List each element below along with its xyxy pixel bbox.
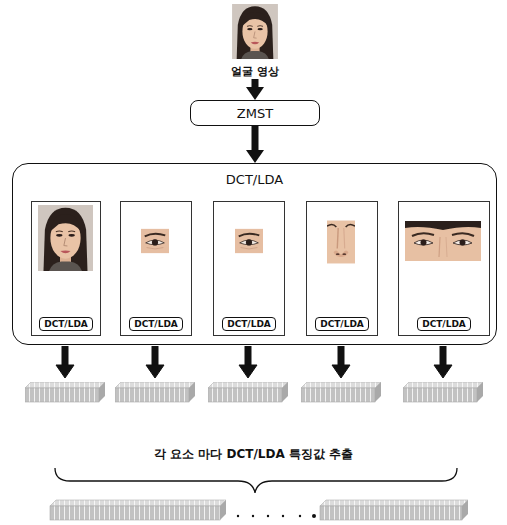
feature-vector xyxy=(403,382,483,402)
feature-vector xyxy=(115,382,195,402)
box-label: ZMST xyxy=(237,106,273,121)
feature-vector xyxy=(301,382,381,402)
face-photo xyxy=(232,4,278,59)
method-tag: DCT/LDA xyxy=(39,317,93,331)
flow-arrow xyxy=(246,79,264,100)
component-panel: DCT/LDA xyxy=(398,201,490,336)
arrow-head xyxy=(246,87,264,100)
combined-vector xyxy=(50,500,468,520)
image-caption: 얼굴 영상 xyxy=(229,64,281,79)
ellipsis-dots xyxy=(237,514,316,518)
brace xyxy=(55,468,457,493)
group-box: DCT/LDA DCT/LDA DCT/LDA DCT/LDA DCT/LDA DCT/L… xyxy=(12,163,497,345)
group-title: DCT/LDA xyxy=(226,172,283,187)
input-face: 얼굴 영상 xyxy=(222,3,288,79)
face-photo xyxy=(38,205,93,271)
feature-vector xyxy=(208,382,288,402)
component-panel: DCT/LDA xyxy=(31,201,101,336)
arrow-shaft xyxy=(252,79,259,88)
component-panel: DCT/LDA xyxy=(306,201,378,336)
nose-crop xyxy=(327,221,355,264)
eye-crop xyxy=(141,229,169,253)
arrow-shaft xyxy=(252,126,259,151)
caption-note: 각 요소 마다 DCT/LDA 특징값 추출 xyxy=(0,446,507,463)
method-tag: DCT/LDA xyxy=(315,317,369,331)
eye-crop xyxy=(235,229,263,253)
component-panel: DCT/LDA xyxy=(120,201,192,336)
process-box: ZMST xyxy=(190,100,320,126)
arrow-head xyxy=(246,150,264,163)
flow-arrow xyxy=(246,126,264,163)
component-panel: DCT/LDA xyxy=(213,201,285,336)
feature-vector xyxy=(25,382,105,402)
method-tag: DCT/LDA xyxy=(417,317,471,331)
output-arrows xyxy=(56,346,452,378)
method-tag: DCT/LDA xyxy=(129,317,183,331)
method-tag: DCT/LDA xyxy=(222,317,276,331)
eyes-crop xyxy=(405,221,481,261)
